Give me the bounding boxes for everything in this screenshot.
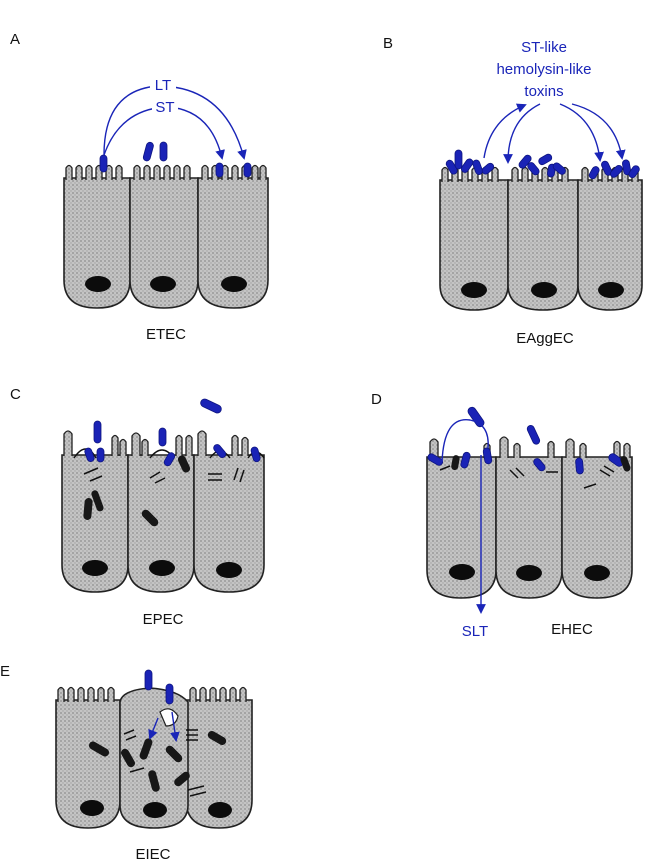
toxin-arrows-d xyxy=(441,419,489,614)
epithelial-cells-e xyxy=(55,686,253,829)
panel-letter-a: A xyxy=(10,31,20,48)
toxin-label-st-like: ST-like xyxy=(521,39,567,56)
bacteria-d xyxy=(427,406,631,489)
panel-c: C xyxy=(10,386,265,628)
toxin-label-lt: LT xyxy=(155,77,171,94)
bacteria-e xyxy=(88,669,227,797)
microvilli-a xyxy=(65,164,267,180)
panel-a: A LT ST xyxy=(10,31,269,343)
bacteria-a xyxy=(99,141,252,178)
toxin-label-st: ST xyxy=(155,99,174,116)
panel-e: E xyxy=(0,663,253,863)
epithelial-cells-d xyxy=(426,436,633,599)
toxin-label-hemolysin-like: hemolysin-like xyxy=(496,61,591,78)
microvilli-d xyxy=(429,436,631,458)
caption-eiec: EIEC xyxy=(135,846,170,863)
toxin-label-toxins: toxins xyxy=(524,83,563,100)
caption-etec: ETEC xyxy=(146,326,186,343)
toxin-arrows-b xyxy=(483,103,626,164)
panel-letter-c: C xyxy=(10,386,21,403)
toxin-arrows-e xyxy=(148,711,180,742)
microvilli-c xyxy=(63,430,249,456)
bacteria-b xyxy=(445,149,640,180)
panel-b: B xyxy=(383,35,643,347)
panel-letter-b: B xyxy=(383,35,393,52)
caption-eaggec: EAggEC xyxy=(516,330,574,347)
caption-epec: EPEC xyxy=(143,611,184,628)
microvilli-e xyxy=(57,686,247,702)
bacteria-c xyxy=(83,398,261,527)
epithelial-cells-a xyxy=(63,164,269,309)
panel-d: D xyxy=(371,391,633,640)
epithelial-cells-b xyxy=(439,166,643,311)
panel-letter-d: D xyxy=(371,391,382,408)
toxin-arrows-a xyxy=(103,76,247,160)
caption-ehec: EHEC xyxy=(551,621,593,638)
toxin-label-slt: SLT xyxy=(462,623,488,640)
panel-letter-e: E xyxy=(0,663,10,680)
